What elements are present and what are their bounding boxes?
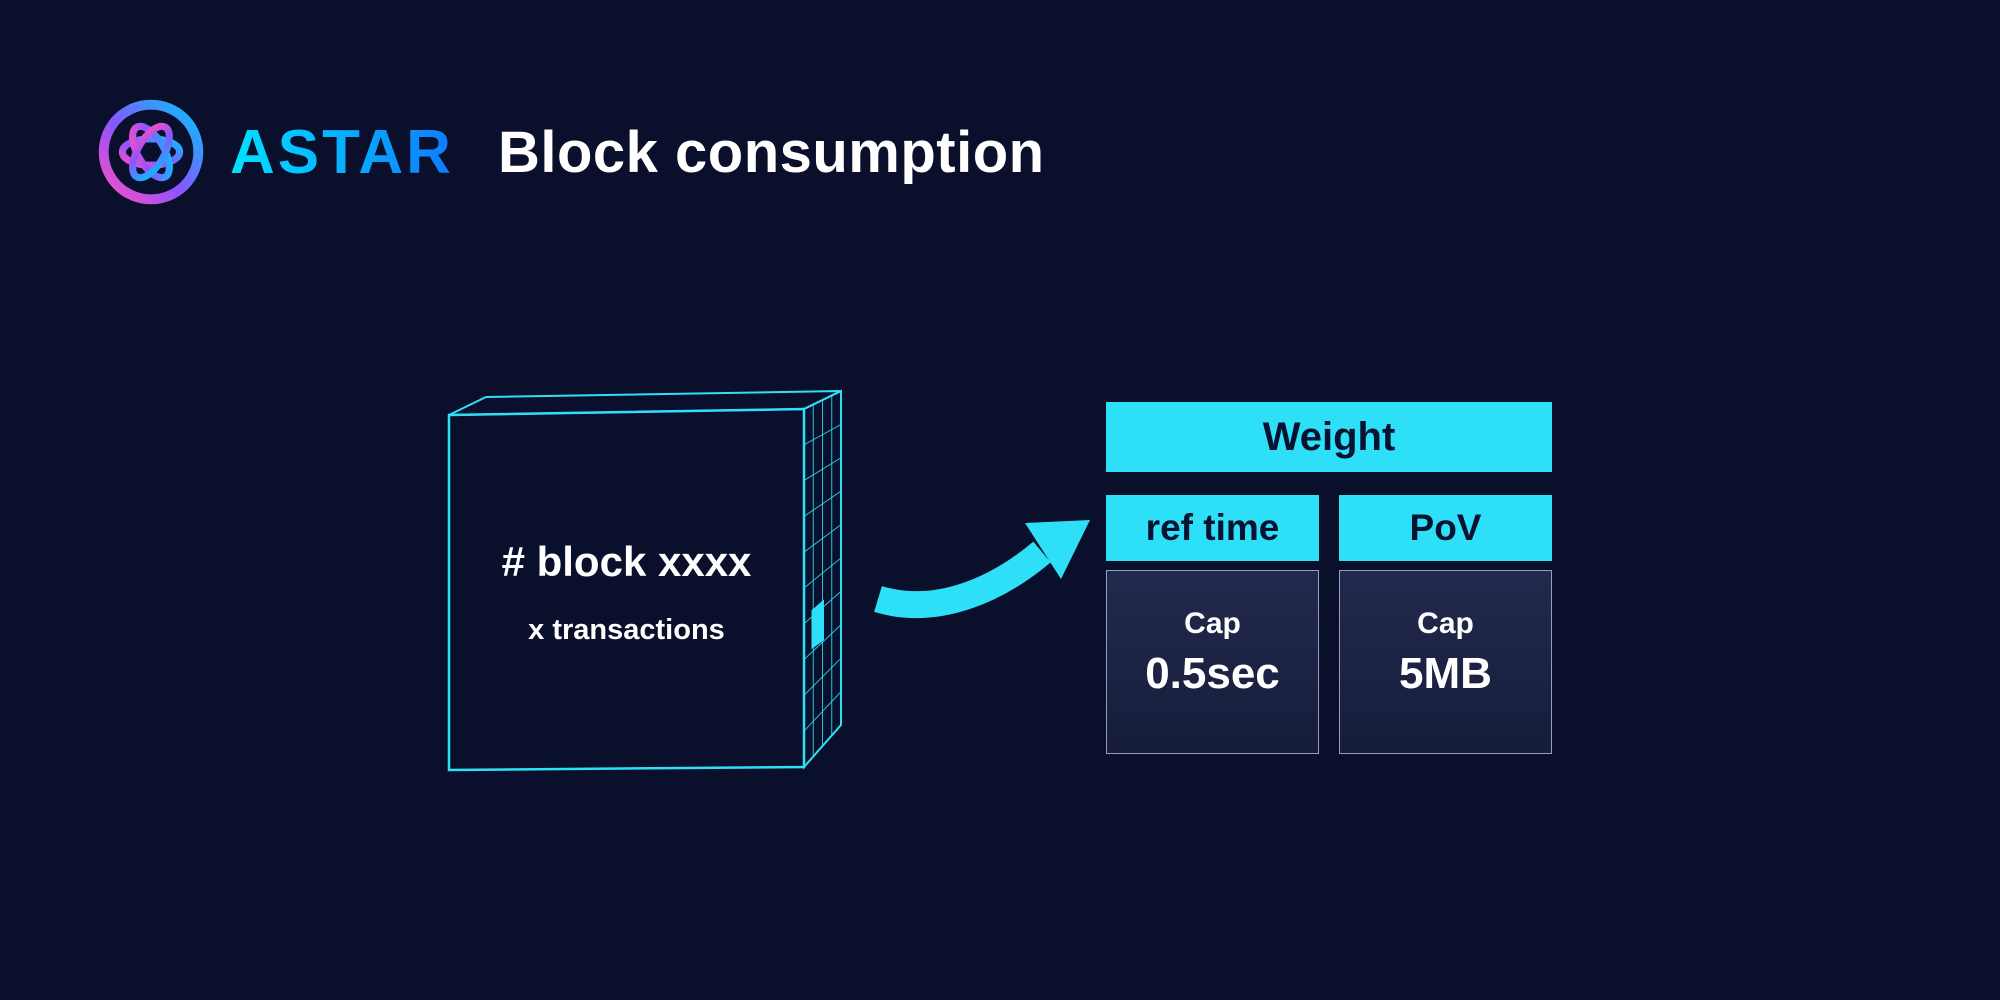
header: ASTAR Block consumption — [96, 92, 1045, 212]
weight-column-pov: PoV Cap 5MB — [1339, 495, 1552, 754]
cube-front-face — [447, 407, 806, 772]
astar-logo-icon — [98, 99, 204, 205]
page-title: Block consumption — [497, 119, 1045, 185]
pov-panel: Cap 5MB — [1339, 570, 1552, 754]
cube-title: # block xxxx — [501, 538, 752, 585]
pov-header: PoV — [1339, 495, 1552, 561]
brand-text: ASTAR — [230, 117, 454, 187]
cube-subtitle: x transactions — [528, 614, 725, 646]
pov-cap-label: Cap — [1417, 607, 1474, 640]
ref-time-cap-label: Cap — [1184, 607, 1241, 640]
weight-column-ref-time: ref time Cap 0.5sec — [1106, 495, 1319, 754]
ref-time-panel: Cap 0.5sec — [1106, 570, 1319, 754]
weight-table-header: Weight — [1106, 402, 1552, 472]
pov-cap-value: 5MB — [1399, 649, 1492, 698]
cube-grid — [803, 395, 842, 757]
ref-time-cap-value: 0.5sec — [1145, 649, 1280, 698]
ref-time-header: ref time — [1106, 495, 1319, 561]
block-cube — [447, 389, 842, 772]
curved-flow-arrow-icon — [874, 520, 1090, 619]
cube-highlight-cell — [811, 599, 824, 650]
